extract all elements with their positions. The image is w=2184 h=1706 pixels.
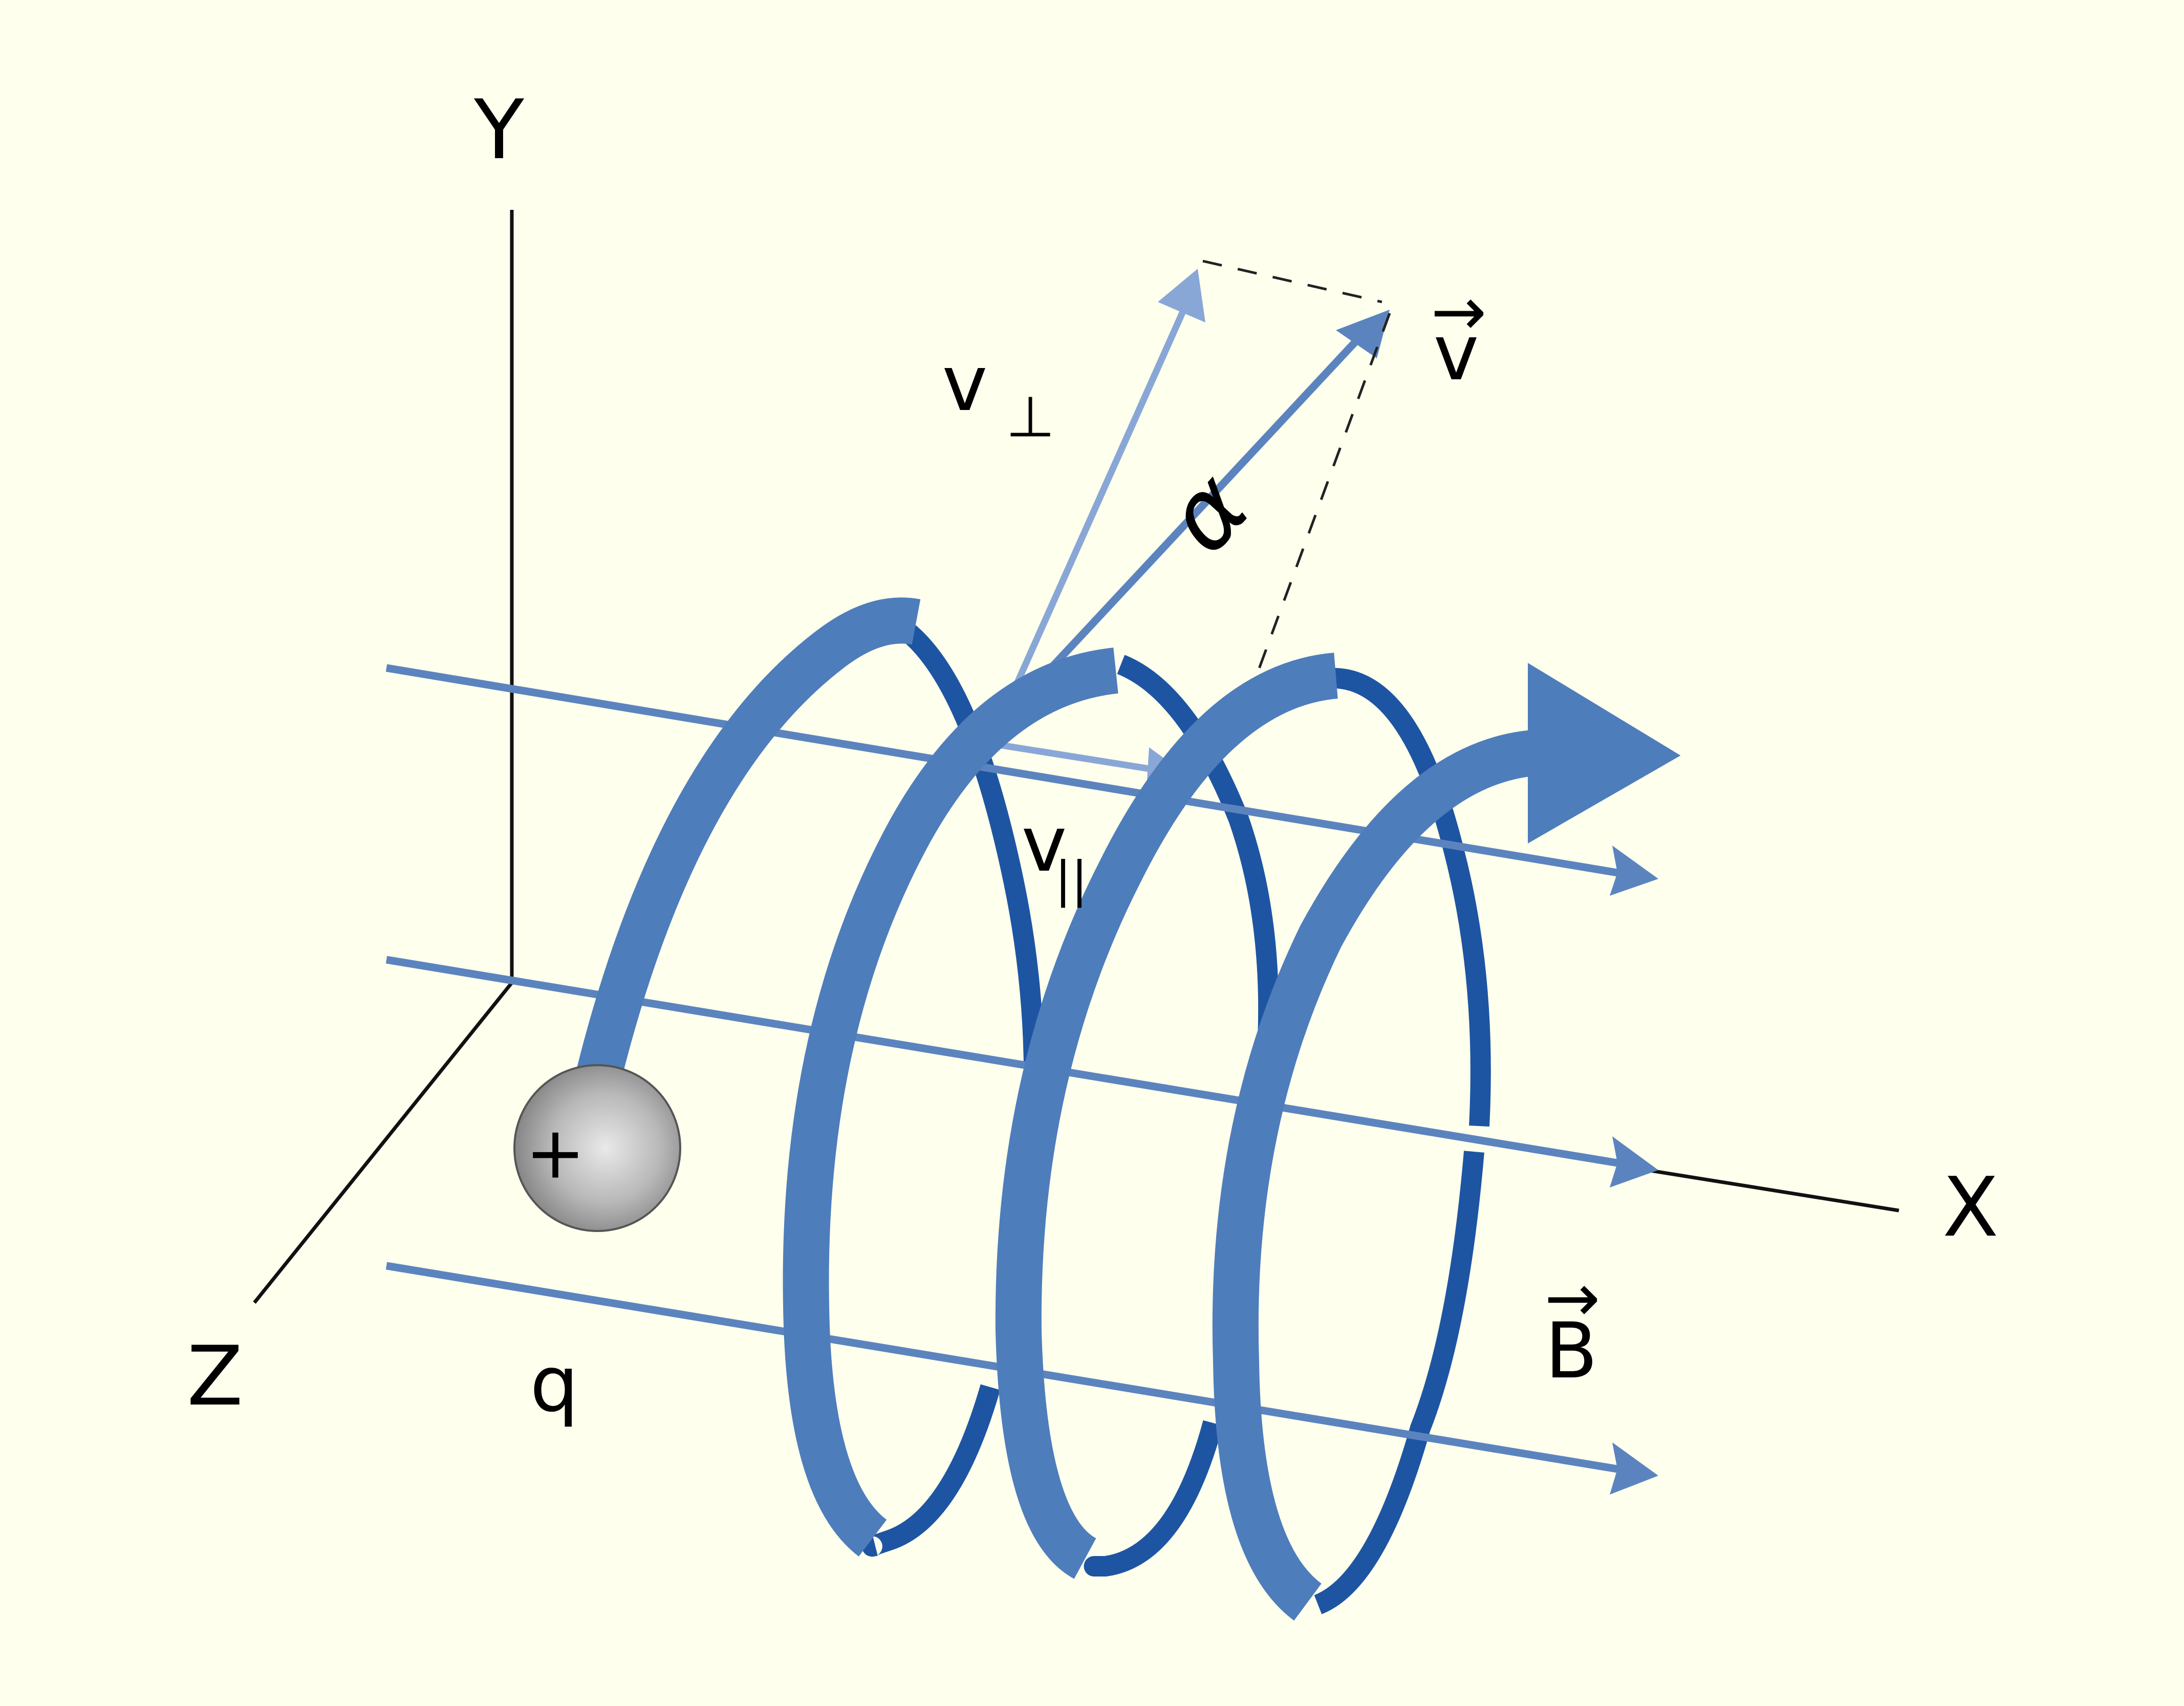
z-axis-line bbox=[253, 981, 513, 1304]
projection-dashed-side bbox=[1237, 313, 1391, 725]
field-line-2 bbox=[385, 956, 1618, 1167]
charge-sphere-icon bbox=[513, 1064, 681, 1232]
b-field-label: B bbox=[1545, 1307, 1598, 1396]
helix-front-loop-2 bbox=[783, 647, 1119, 1557]
v-vector-arrow bbox=[1003, 332, 1365, 720]
v-parallel-subscript: || bbox=[1055, 852, 1088, 908]
v-parallel-label: v bbox=[1022, 800, 1067, 889]
v-parallel-arrow bbox=[997, 741, 1160, 774]
b-vector-arrow-symbol: → bbox=[1545, 1259, 1601, 1337]
helix-front bbox=[576, 597, 1681, 1621]
helix-back-loop-3 bbox=[1330, 667, 1491, 1127]
projection-dashed-top bbox=[1202, 260, 1382, 304]
helix-front-loop-4 bbox=[1212, 729, 1557, 1621]
v-perp-subscript: ⊥ bbox=[1006, 384, 1055, 449]
x-axis-label: X bbox=[1942, 1159, 1999, 1255]
v-vector-arrow-symbol: → bbox=[1431, 273, 1487, 351]
v-vector-arrowhead bbox=[1336, 310, 1390, 358]
coordinate-axes bbox=[253, 210, 1899, 1304]
helix-back-loop-1-lower bbox=[862, 1384, 1001, 1557]
field-arrowhead-3 bbox=[1610, 1442, 1658, 1495]
charge-sign: + bbox=[525, 1112, 585, 1195]
helix-front-loop-3 bbox=[995, 653, 1338, 1579]
v-perp-arrow bbox=[995, 306, 1188, 727]
v-perp-arrowhead bbox=[1158, 269, 1205, 322]
helix-arrowhead bbox=[1528, 663, 1681, 844]
x-axis-line bbox=[1637, 1167, 1899, 1213]
field-arrowhead-2 bbox=[1610, 1136, 1658, 1187]
v-perp-label: v bbox=[942, 339, 988, 428]
helix-back-loop-3-lower bbox=[1314, 1151, 1484, 1614]
v-vector-label: v bbox=[1434, 309, 1479, 398]
field-arrowhead-1 bbox=[1610, 846, 1658, 896]
z-axis-label: Z bbox=[187, 1328, 243, 1424]
charge-particle: + bbox=[513, 1064, 681, 1232]
helix-front-loop-1 bbox=[576, 597, 921, 1081]
y-axis-label: Y bbox=[473, 82, 525, 178]
charge-name-label: q bbox=[530, 1340, 578, 1429]
helix-back-loop-2-lower bbox=[1084, 1420, 1223, 1577]
